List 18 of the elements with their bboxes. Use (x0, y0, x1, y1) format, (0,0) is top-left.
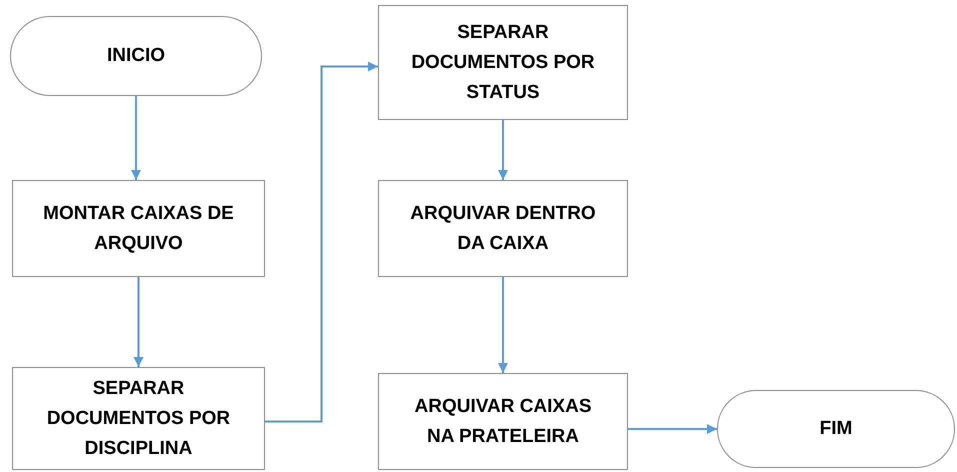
process-box (378, 373, 628, 470)
node-label: FIM (820, 417, 852, 441)
arrow (265, 62, 378, 422)
process-box (12, 180, 265, 277)
arrow (498, 120, 508, 180)
node-label: INICIO (106, 44, 166, 68)
process-box (378, 180, 628, 277)
arrow (628, 424, 717, 434)
arrow (131, 96, 141, 180)
node-label: ARQUIVAR DENTRO DA CAIXA (409, 202, 597, 256)
node-label: SEPARAR DOCUMENTOS POR STATUS (410, 20, 596, 104)
node-label: ARQUIVAR CAIXAS NA PRATELEIRA (414, 394, 592, 448)
process-box (378, 5, 628, 120)
node-label: SEPARAR DOCUMENTOS POR DISCIPLINA (46, 376, 232, 460)
process-box (12, 367, 265, 470)
arrow (498, 277, 508, 373)
node-label: MONTAR CAIXAS DE ARQUIVO (42, 202, 235, 256)
arrow (134, 277, 144, 367)
